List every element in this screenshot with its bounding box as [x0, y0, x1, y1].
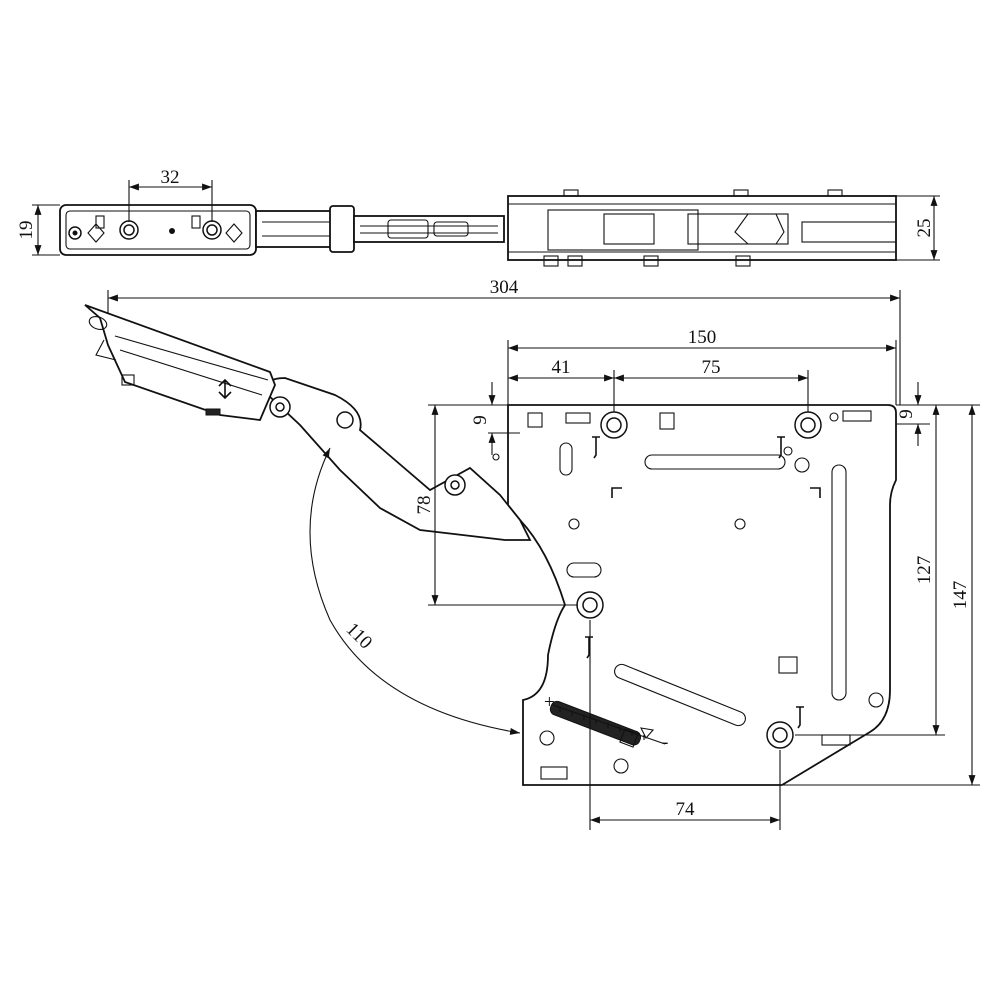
top-arm-link-1 — [255, 210, 337, 248]
dim-offset-9-left: 9 — [470, 415, 491, 425]
adjuster-minus-mark: - — [662, 732, 668, 753]
lid-bracket — [84, 304, 276, 421]
dim-top-spacing: 32 — [161, 167, 180, 188]
upper-slot — [644, 454, 786, 470]
vertical-slot — [831, 464, 847, 701]
top-arm-link-2 — [353, 215, 505, 243]
dim-overall-length: 304 — [490, 277, 519, 298]
dim-top-height-left: 19 — [16, 221, 37, 240]
dim-swing-radius: 110 — [342, 619, 377, 654]
dim-hole-offset-left: 41 — [552, 357, 571, 378]
dim-bottom-spacing: 74 — [676, 799, 696, 820]
lower-slot — [614, 663, 746, 727]
tension-adjuster: + - — [544, 692, 668, 753]
dim-height-127: 127 — [914, 556, 935, 585]
dim-height-147: 147 — [950, 581, 971, 610]
adjuster-plus-mark: + — [544, 692, 555, 713]
side-view: 304 — [84, 277, 980, 830]
linkage-arm — [265, 377, 532, 541]
dim-hole-spacing: 75 — [702, 357, 721, 378]
mounting-plate — [507, 404, 897, 786]
dim-top-height-right: 25 — [914, 219, 935, 238]
dim-offset-9-right: 9 — [896, 409, 917, 419]
top-view: 32 19 25 — [16, 167, 940, 267]
dim-height-78: 78 — [414, 496, 435, 515]
dim-plate-width: 150 — [688, 327, 717, 348]
swing-arc — [309, 447, 521, 735]
top-left-bracket — [59, 204, 257, 256]
